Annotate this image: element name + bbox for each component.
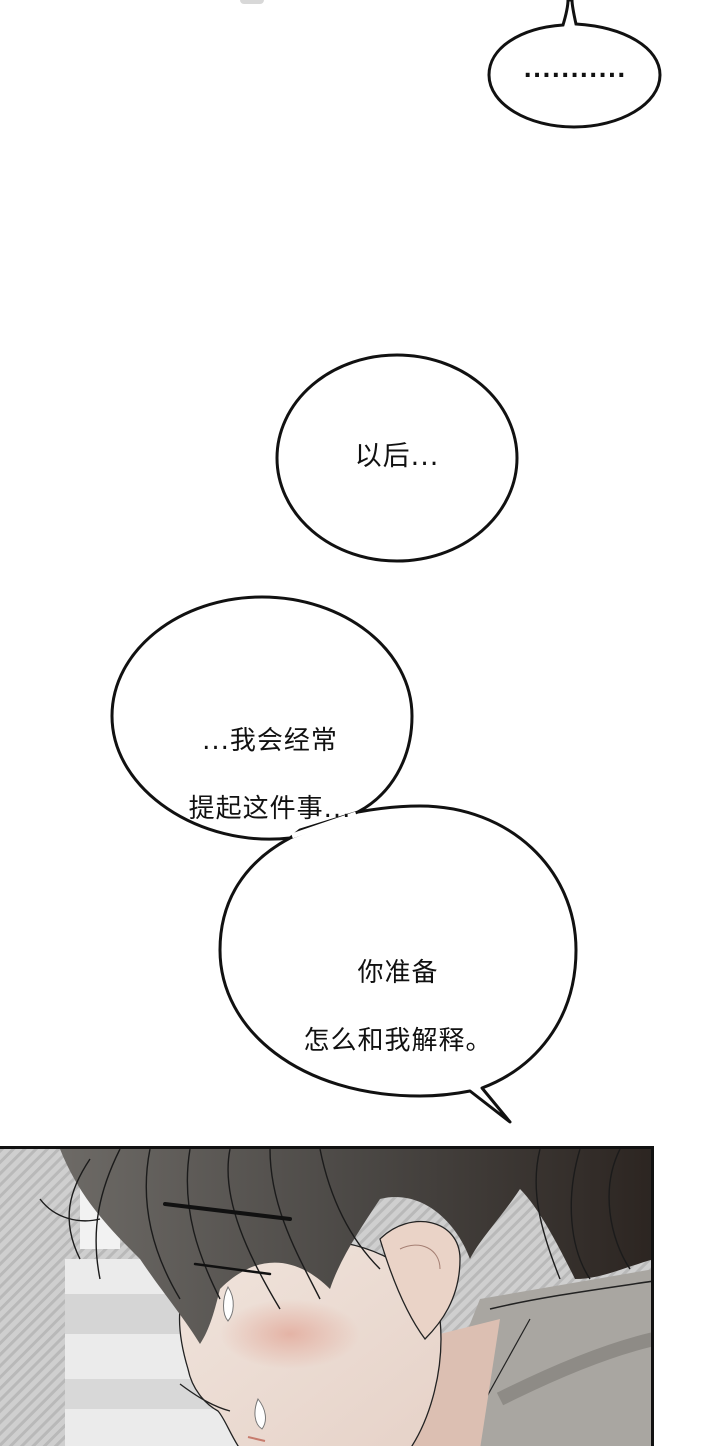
ear [379, 1220, 461, 1340]
eyebrow [163, 1202, 292, 1221]
bubble-explain-text: 你准备 怎么和我解释。 [278, 922, 518, 1092]
hair-strands [39, 1149, 631, 1310]
blush [220, 1299, 360, 1369]
tear-cheek [254, 1398, 266, 1430]
tear-eye [223, 1286, 234, 1322]
dark-hair [60, 1149, 651, 1344]
comic-panel-crying-face [0, 1146, 654, 1446]
top-edge-artifact [240, 0, 264, 4]
bubble-later-text: 以后... [354, 441, 440, 472]
closed-eye [193, 1262, 272, 1276]
bubble-explain-line-1: 你准备 [357, 958, 439, 988]
bubble-ellipsis-text: ........... [523, 58, 627, 83]
bubble-explain-line-2: 怎么和我解释。 [303, 1026, 493, 1056]
bubble-mention-line-2: 提起这件事... [188, 794, 352, 824]
bubble-mention-line-1: ...我会经常 [202, 726, 338, 756]
panel-illustration [0, 1149, 651, 1446]
bubble-mention-text: ...我会经常 提起这件事... [150, 690, 390, 860]
